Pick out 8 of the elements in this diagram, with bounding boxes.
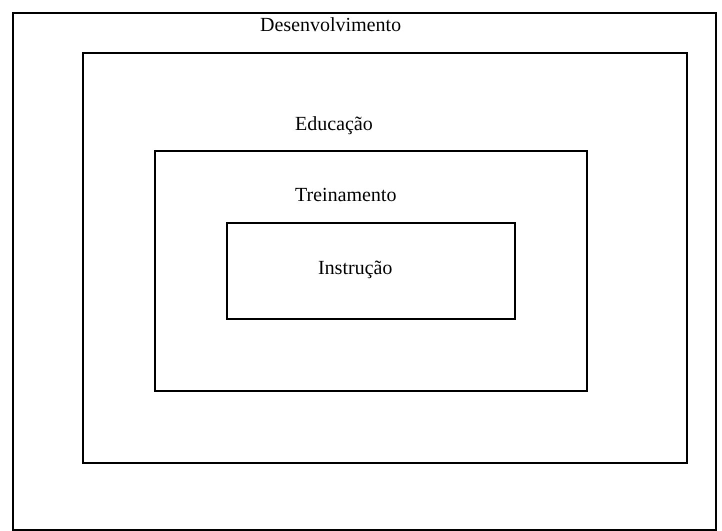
box-label: Desenvolvimento (260, 13, 402, 37)
box-label: Treinamento (295, 183, 396, 207)
nested-box (154, 150, 588, 392)
box-label: Educação (295, 112, 373, 136)
box-label: Instrução (318, 256, 392, 280)
nested-box (82, 52, 688, 464)
nested-box (226, 222, 516, 320)
nested-box (12, 12, 717, 531)
